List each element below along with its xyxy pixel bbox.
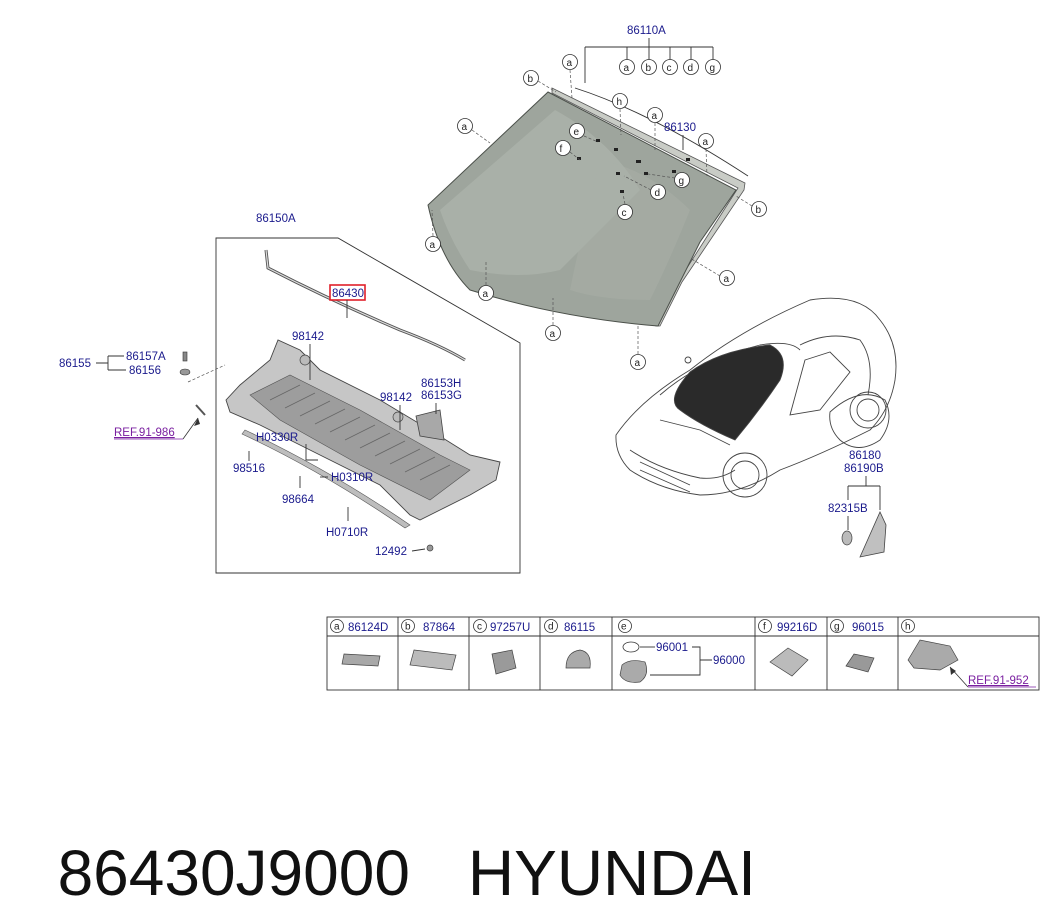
svg-text:a: a [334,622,340,633]
svg-text:a: a [483,289,489,300]
svg-text:86124D: 86124D [348,622,388,634]
callout-a[interactable]: a [619,59,635,75]
svg-text:b: b [756,205,762,216]
label-82315B: 82315B [828,503,868,515]
svg-text:a: a [550,329,556,340]
label-H0330R: H0330R [256,432,298,444]
label-86153H: 86153H [421,378,461,390]
label-86157A: 86157A [126,351,166,363]
svg-text:a: a [724,274,730,285]
svg-text:99216D: 99216D [777,622,817,634]
svg-text:96001: 96001 [656,642,688,654]
svg-text:e: e [621,622,627,633]
svg-text:96000: 96000 [713,655,745,667]
highlight-86430-box[interactable] [329,284,366,301]
svg-text:a: a [430,240,436,251]
car-illustration [615,297,897,498]
svg-text:g: g [834,622,840,633]
label-86155: 86155 [59,358,91,370]
svg-text:87864: 87864 [423,622,456,634]
svg-text:a: a [635,358,641,369]
label-98142-a: 98142 [292,331,324,343]
callout-d[interactable]: d [683,59,699,75]
svg-text:d: d [548,622,554,633]
label-86190B: 86190B [844,463,884,475]
svg-text:a: a [567,58,573,69]
svg-text:h: h [905,622,911,633]
windshield-callouts: a b c d g a b h a a e a f g d b c a a a … [425,54,767,370]
svg-text:g: g [679,176,685,187]
windshield-group [427,87,749,327]
caption-brand: HYUNDAI [467,837,756,909]
label-86180: 86180 [849,450,881,462]
label-86430[interactable]: 86430 [332,288,364,300]
label-98142-b: 98142 [380,392,412,404]
svg-text:e: e [574,127,580,138]
caption-part-number: 86430J9000 [57,837,410,909]
cowl-weatherstrip [264,249,466,362]
legend-cell-e[interactable]: e 96001 96000 [618,619,745,683]
svg-text:a: a [652,111,658,122]
svg-text:a: a [703,137,709,148]
svg-text:h: h [617,97,623,108]
svg-text:c: c [477,622,482,633]
svg-text:86115: 86115 [564,622,595,634]
parts-diagram: 86110A 86130 a b c d g a b h a a e a f g… [59,25,1040,691]
label-86156: 86156 [129,365,161,377]
ref-91-986[interactable]: REF.91-986 [114,427,175,439]
label-86153G: 86153G [421,390,462,402]
callout-b[interactable]: b [641,59,657,75]
svg-text:b: b [405,622,411,633]
label-86150A: 86150A [256,213,296,225]
legend-cell-c[interactable]: c 97257U [473,619,531,675]
svg-text:f: f [560,144,563,155]
label-86130: 86130 [664,122,696,134]
svg-text:c: c [667,63,672,74]
label-86110A: 86110A [627,25,666,37]
svg-text:c: c [622,208,627,219]
legend-cell-d[interactable]: d 86115 [544,619,596,669]
label-98516: 98516 [233,463,265,475]
mirror-parts: 86180 86190B 82315B [828,450,887,558]
legend-cell-g[interactable]: g 96015 [830,619,884,673]
legend-cell-a[interactable]: a 86124D [330,619,389,667]
callout-g[interactable]: g [705,59,721,75]
ref-91-952[interactable]: REF.91-952 [968,675,1029,687]
svg-text:f: f [763,622,766,633]
legend-cell-f[interactable]: f 99216D [758,619,818,677]
svg-text:97257U: 97257U [490,622,530,634]
legend-cell-b[interactable]: b 87864 [401,619,457,671]
caption: 86430J9000 HYUNDAI [22,762,756,910]
svg-text:96015: 96015 [852,622,884,634]
legend-cell-h[interactable]: h REF.91-952 [901,619,1037,688]
label-12492: 12492 [375,546,407,558]
svg-text:b: b [646,63,652,74]
callout-c[interactable]: c [662,59,678,75]
svg-text:a: a [624,63,630,74]
svg-text:d: d [688,63,694,74]
svg-text:d: d [655,188,661,199]
windshield-labels: 86110A 86130 [584,25,714,150]
legend-table: a 86124D b 87864 c 97257U d 86115 e [326,616,1040,691]
label-H0710R: H0710R [326,527,368,539]
label-98664: 98664 [282,494,315,506]
label-H0310R: H0310R [331,472,373,484]
svg-text:g: g [710,63,716,74]
svg-text:b: b [528,74,534,85]
cowl-group: 86150A 86430 98142 86153H 86153G 98142 H… [59,213,521,574]
svg-text:a: a [462,122,468,133]
